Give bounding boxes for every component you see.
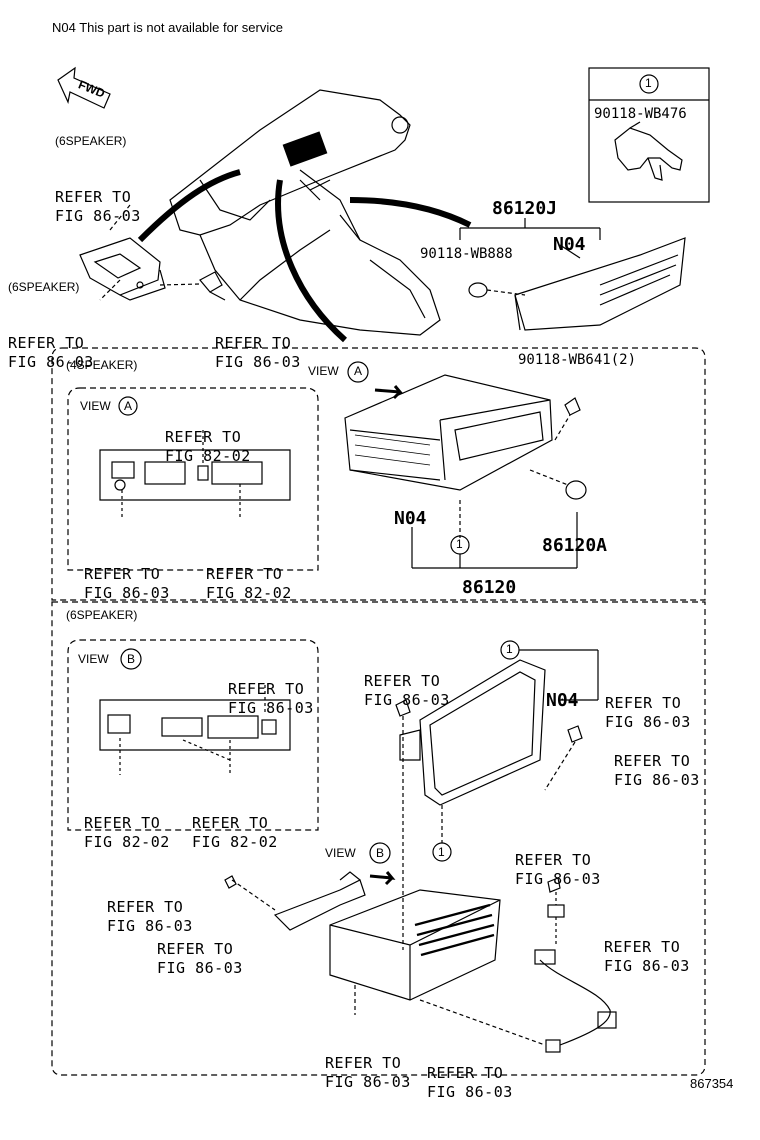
part-number-86120[interactable]: 86120 [462,577,517,598]
radio-unit-top [514,237,686,331]
circle-1-middle: 1 [456,537,463,551]
part-number-86120j[interactable]: 86120J [492,198,558,219]
mounting-bracket [273,879,366,931]
view-a-frame [67,387,319,571]
view-a-label-main: VIEW [308,364,339,378]
service-note: N04 This part is not available for servi… [52,20,283,35]
view-b-frame [67,639,319,831]
six-speaker-section-label: (6SPEAKER) [66,608,138,622]
view-b-arrow [369,871,396,886]
fwd-arrow-icon [57,66,111,109]
four-speaker-label: (4SPEAKER) [66,358,138,372]
six-speaker-frame [51,601,706,1076]
six-speaker-label-1: (6SPEAKER) [55,134,127,148]
view-a-letter-main: A [354,364,363,378]
view-b-label-main: VIEW [325,846,356,860]
diagram-id: 867354 [690,1076,734,1091]
view-a-arrow [374,385,404,400]
wire-harness [539,959,611,1046]
speaker-bracket [79,237,161,296]
view-a-label-sub: VIEW [80,399,111,413]
nut-icon [468,282,488,298]
clip-part-icon [614,127,683,171]
line-art [51,66,710,1076]
view-a-letter-sub: A [124,399,133,413]
six-speaker-label-2: (6SPEAKER) [8,280,80,294]
view-b-label-sub: VIEW [78,652,109,666]
part-number-86120a[interactable]: 86120A [542,535,608,556]
knob-icon [565,480,587,500]
part-number-90118-wb888[interactable]: 90118-WB888 [420,246,513,262]
amplifier-unit [329,889,501,1001]
circle-1-display: 1 [506,642,513,656]
legend-box [588,67,710,203]
n04-label-middle: N04 [394,508,427,529]
legend-circle-number: 1 [645,76,652,90]
view-b-letter-main: B [376,846,385,860]
n04-label-top: N04 [553,234,586,255]
cable-c [349,197,472,228]
display-unit [419,659,546,806]
circle-1-lower: 1 [438,845,445,859]
legend-circle [639,74,659,94]
cable-a [137,169,241,243]
bolt-icon [199,271,223,293]
parts-diagram-page: N04 This part is not available for servi… [8,20,734,1101]
cable-b [275,179,347,343]
part-number-90118-wb641[interactable]: 90118-WB641(2) [518,352,637,368]
dashboard-outline [169,89,411,236]
n04-label-display: N04 [546,690,579,711]
view-b-letter-sub: B [127,652,136,666]
part-number-90118-wb476[interactable]: 90118-WB476 [594,106,687,122]
four-speaker-frame [51,347,706,601]
